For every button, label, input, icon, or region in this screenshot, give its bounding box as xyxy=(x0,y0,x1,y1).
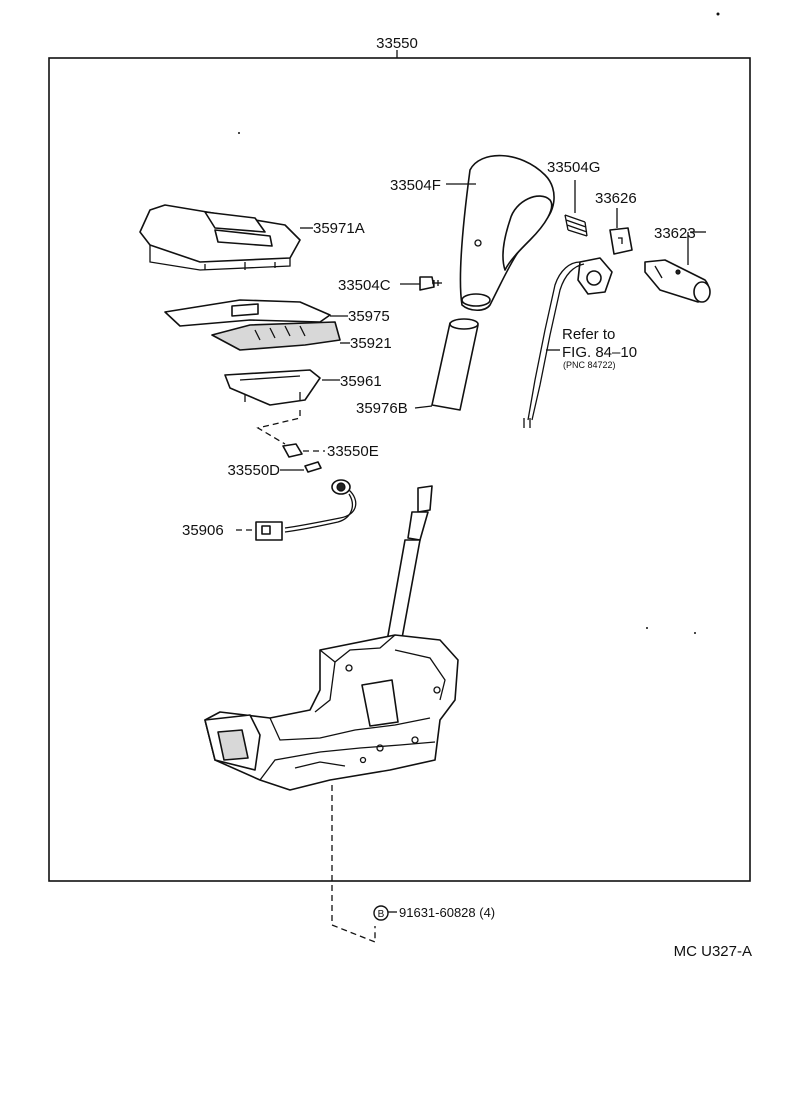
bolt-symbol: B xyxy=(373,905,389,921)
label-spring: 33504G xyxy=(547,159,600,176)
bolt-symbol-letter: B xyxy=(378,909,385,920)
label-bulb: 33550D xyxy=(227,462,280,479)
label-knob: 33504F xyxy=(390,177,441,194)
label-slide: 35961 xyxy=(340,373,382,390)
assembly-number-label: 33550 xyxy=(376,35,418,52)
label-plate-upper: 35975 xyxy=(348,308,390,325)
label-sleeve: 35976B xyxy=(356,400,408,417)
label-cover: 35971A xyxy=(313,220,365,237)
label-plate-lower: 35921 xyxy=(350,335,392,352)
screw-part xyxy=(419,276,442,291)
reference-line-2: FIG. 84–10 xyxy=(562,344,637,361)
bracket-part xyxy=(609,227,633,255)
bulb-holder-part xyxy=(282,443,303,458)
cover-part xyxy=(139,204,301,271)
switch-part xyxy=(644,259,711,303)
plate-lower-part xyxy=(211,321,341,351)
assembly-frame xyxy=(48,57,751,882)
figure-code: MC U327-A xyxy=(674,943,752,960)
reference-line-1: Refer to xyxy=(562,326,615,343)
bulb-part xyxy=(304,461,322,473)
socket-wire-part xyxy=(523,257,613,428)
plate-upper-part xyxy=(164,299,331,327)
label-wire: 35906 xyxy=(182,522,224,539)
shift-lever-base-part xyxy=(204,485,459,791)
knob-part xyxy=(459,154,555,312)
label-screw: 33504C xyxy=(338,277,391,294)
label-bracket: 33626 xyxy=(595,190,637,207)
slide-part xyxy=(224,369,321,406)
bolt-label: 91631-60828 (4) xyxy=(399,905,495,920)
reference-line-3: (PNC 84722) xyxy=(563,360,616,370)
sleeve-part xyxy=(431,318,479,411)
label-switch: 33623 xyxy=(654,225,696,242)
label-bulb-holder: 33550E xyxy=(327,443,379,460)
spring-part xyxy=(564,214,588,237)
wire-part xyxy=(255,479,357,541)
